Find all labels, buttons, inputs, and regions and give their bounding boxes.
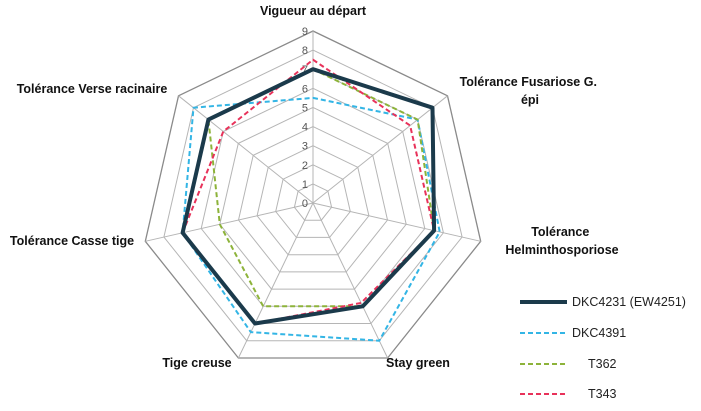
tick-label-3: 3 bbox=[302, 141, 308, 153]
axis-label-helminthosporiose-line2: Helminthosporiose bbox=[505, 243, 618, 257]
tick-label-1: 1 bbox=[302, 179, 308, 191]
grid-spoke-1 bbox=[312, 95, 448, 204]
grid-ring-5 bbox=[219, 106, 407, 290]
tick-label-7: 7 bbox=[302, 64, 308, 76]
grid-ring-6 bbox=[200, 87, 426, 307]
axis-label-stay-green: Stay green bbox=[386, 356, 450, 370]
grid-ring-8 bbox=[163, 49, 463, 342]
legend-label-t362: T362 bbox=[588, 357, 617, 371]
legend-label-dkc4231: DKC4231 (EW4251) bbox=[572, 295, 686, 309]
series-line-t343 bbox=[181, 58, 436, 325]
legend-item-t362: T362 bbox=[520, 357, 617, 371]
series-lines bbox=[180, 58, 441, 342]
grid-spoke-3 bbox=[312, 202, 389, 359]
tick-label-2: 2 bbox=[302, 160, 308, 172]
grid-ring-9 bbox=[144, 30, 482, 359]
series-line-dkc4231-ew4251 bbox=[180, 67, 437, 326]
legend-label-t343: T343 bbox=[588, 387, 617, 401]
axis-label-verse-racinaire: Tolérance Verse racinaire bbox=[17, 82, 168, 96]
legend-item-t343: T343 bbox=[520, 387, 617, 401]
legend-item-dkc4391: DKC4391 bbox=[520, 326, 626, 340]
radial-tick-labels: 0 1 2 3 4 5 6 7 8 9 bbox=[302, 26, 308, 210]
axis-label-helminthosporiose-line1: Tolérance bbox=[531, 225, 589, 239]
tick-label-0: 0 bbox=[302, 198, 308, 210]
axis-label-vigueur: Vigueur au départ bbox=[260, 4, 367, 18]
axis-label-fusariose-line1: Tolérance Fusariose G. bbox=[460, 75, 597, 89]
tick-label-9: 9 bbox=[302, 26, 308, 38]
grid-spoke-2 bbox=[312, 202, 481, 242]
tick-label-6: 6 bbox=[302, 83, 308, 95]
axis-label-casse-tige: Tolérance Casse tige bbox=[10, 234, 134, 248]
series-line-dkc4391 bbox=[181, 96, 441, 342]
legend: DKC4231 (EW4251) DKC4391 T362 T343 bbox=[520, 295, 686, 401]
axis-label-tige-creuse: Tige creuse bbox=[162, 356, 231, 370]
axis-label-helminthosporiose: Tolérance Helminthosporiose bbox=[505, 225, 618, 257]
axis-label-fusariose: Tolérance Fusariose G. épi bbox=[460, 75, 601, 107]
grid-ring-4 bbox=[237, 126, 389, 273]
grid-spoke-5 bbox=[145, 202, 314, 242]
grid-ring-3 bbox=[256, 145, 370, 256]
grid-spoke-6 bbox=[178, 95, 314, 204]
tick-label-5: 5 bbox=[302, 102, 308, 114]
legend-item-dkc4231: DKC4231 (EW4251) bbox=[520, 295, 686, 309]
legend-label-dkc4391: DKC4391 bbox=[572, 326, 626, 340]
radar-grid bbox=[144, 30, 482, 359]
grid-ring-2 bbox=[275, 164, 351, 238]
axis-label-fusariose-line2: épi bbox=[521, 93, 539, 107]
tick-label-4: 4 bbox=[302, 122, 308, 134]
grid-ring-1 bbox=[293, 183, 333, 221]
tick-label-8: 8 bbox=[302, 45, 308, 57]
series-line-t362 bbox=[207, 68, 436, 308]
